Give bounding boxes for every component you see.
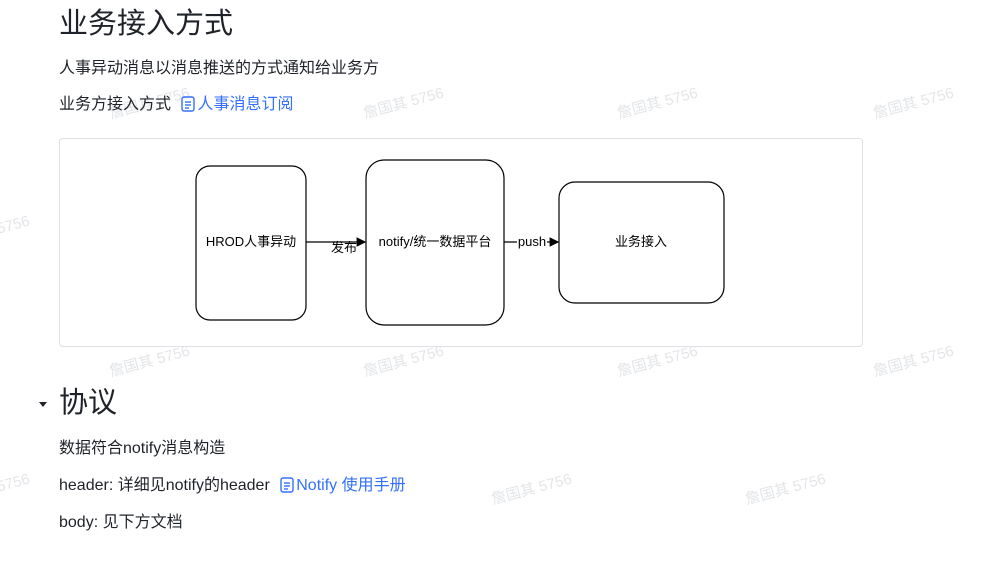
node-business-label: 业务接入: [615, 234, 667, 249]
flow-diagram-card[interactable]: HROD人事异动 notify/统一数据平台 业务接入 发布 push: [59, 138, 863, 347]
paragraph-body: body: 见下方文档: [59, 514, 183, 531]
edge-push-label: push: [518, 234, 546, 249]
link-text: Notify 使用手册: [296, 477, 406, 494]
section-heading-access: 业务接入方式: [59, 8, 234, 40]
document-icon: [181, 96, 196, 112]
caret-down-icon[interactable]: [37, 398, 49, 410]
watermark: 詹国其 5756: [0, 470, 32, 509]
node-hrod-label: HROD人事异动: [206, 234, 296, 249]
notify-manual-link[interactable]: Notify 使用手册: [274, 477, 406, 494]
watermark: 詹国其 5756: [615, 84, 700, 123]
edge-push-label-bg: [517, 234, 547, 250]
watermark: 詹国其 5756: [871, 342, 956, 381]
watermark: 詹国其 5756: [871, 84, 956, 123]
paragraph-protocol-intro: 数据符合notify消息构造: [59, 440, 226, 457]
header-description: header: 详细见notify的header: [59, 477, 270, 494]
watermark: 詹国其 5756: [361, 84, 446, 123]
paragraph-header: header: 详细见notify的header Notify 使用手册: [59, 474, 406, 498]
access-method-label: 业务方接入方式: [59, 96, 172, 113]
hr-message-subscription-link[interactable]: 人事消息订阅: [175, 96, 293, 113]
watermark: 詹国其 5756: [489, 470, 574, 509]
section-heading-protocol: 协议: [59, 387, 118, 419]
edge-publish-label: 发布: [331, 240, 357, 255]
node-hrod: [195, 165, 307, 321]
paragraph-intro: 人事异动消息以消息推送的方式通知给业务方: [59, 60, 380, 77]
watermark: 詹国其 5756: [0, 212, 32, 251]
link-text: 人事消息订阅: [197, 96, 294, 113]
paragraph-access-method: 业务方接入方式 人事消息订阅: [59, 93, 293, 117]
node-notify-label: notify/统一数据平台: [379, 234, 492, 249]
flow-diagram: HROD人事异动 notify/统一数据平台 业务接入 发布 push: [195, 159, 725, 326]
document-icon: [280, 477, 294, 493]
watermark: 詹国其 5756: [743, 470, 828, 509]
